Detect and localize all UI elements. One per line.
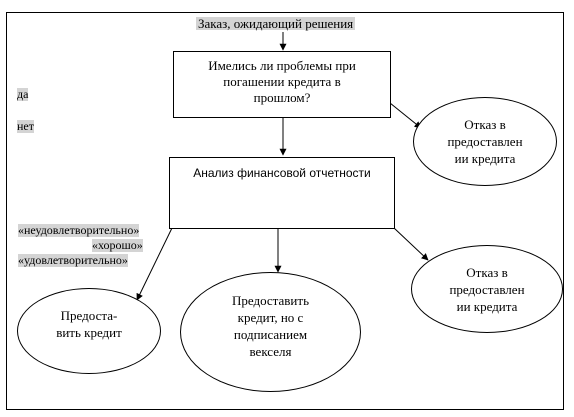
answer-no-label: нет: [17, 119, 34, 133]
reject-top-line-1: Отказ в: [464, 117, 506, 132]
reject-bottom-line-3: ии кредита: [456, 298, 518, 314]
grant-ellipse: Предоста- вить кредит: [17, 288, 161, 374]
grant-bill-line-4: векселя: [249, 344, 292, 359]
arrow-question-to-reject-top: [389, 102, 422, 129]
question-line-3: прошлом?: [253, 90, 311, 105]
reject-bottom-line-2: предоставлен: [449, 281, 525, 297]
reject-bottom-ellipse: Отказ в предоставлен ии кредита: [411, 245, 563, 333]
grant-line-1: Предоста-: [60, 308, 118, 323]
grant-bill-ellipse: Предоставить кредит, но с подписанием ве…: [180, 272, 361, 392]
grant-line-2: вить кредит: [56, 325, 122, 340]
question-box: Имелись ли проблемы при погашении кредит…: [173, 51, 391, 118]
diagram-frame: [6, 12, 564, 410]
analysis-label: Анализ финансовой отчетности: [193, 166, 371, 180]
grant-bill-line-3: подписанием: [233, 327, 308, 342]
question-line-1: Имелись ли проблемы при: [208, 58, 356, 73]
reject-top-ellipse: Отказ в предоставлен ии кредита: [413, 97, 557, 186]
question-line-2: погашении кредита в: [223, 74, 341, 89]
reject-top-line-3: ии кредита: [454, 151, 516, 166]
start-label: Заказ, ожидающий решения: [196, 16, 356, 31]
grant-bill-line-2: кредит, но с: [237, 310, 304, 325]
grant-bill-line-1: Предоставить: [231, 293, 309, 308]
rating-ok-label: «удовлетворительно»: [18, 253, 128, 267]
arrow-analysis-to-reject-bottom: [393, 227, 429, 261]
analysis-box: Анализ финансовой отчетности: [169, 157, 395, 229]
reject-top-line-2: предоставлен: [447, 134, 523, 149]
reject-bottom-line-1: Отказ в: [466, 264, 508, 280]
answer-yes-label: да: [17, 87, 29, 101]
rating-good-label: «хорошо»: [92, 238, 143, 252]
rating-bad-label: «неудовлетворительно»: [18, 223, 140, 237]
arrow-analysis-to-grant: [136, 227, 173, 301]
